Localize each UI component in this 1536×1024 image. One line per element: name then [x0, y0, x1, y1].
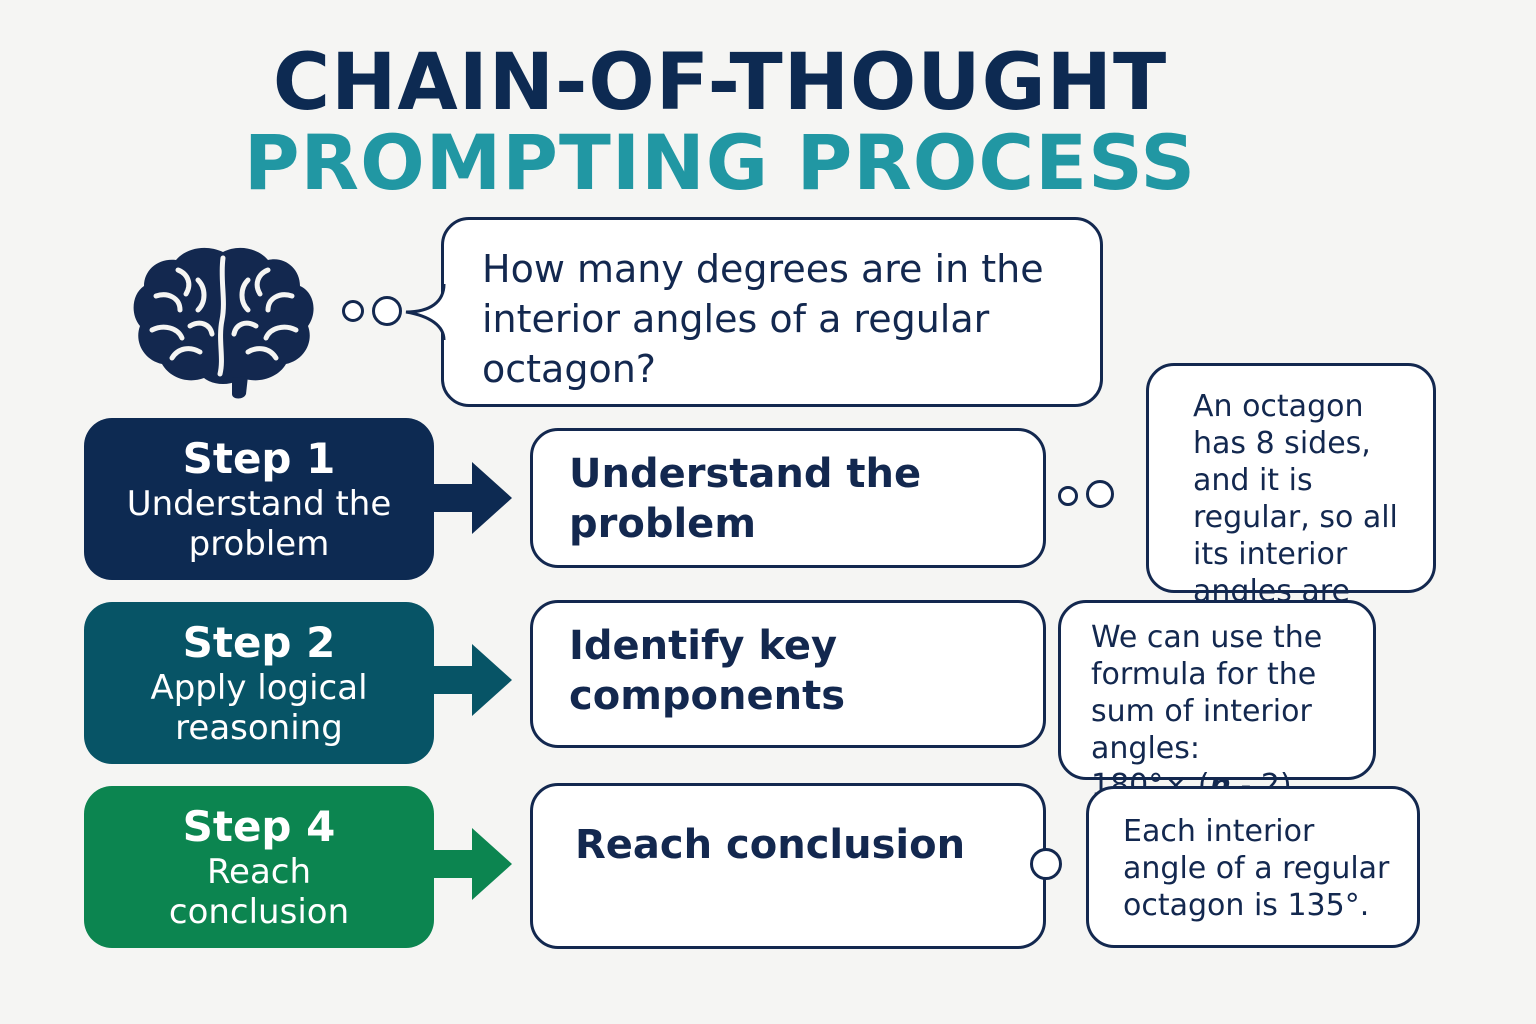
step-2-box: Step 2 Apply logical reasoning: [84, 602, 434, 764]
step-subtitle: Reach conclusion: [168, 852, 350, 932]
thought-1-text: An octagon has 8 sides, and it is regula…: [1193, 389, 1398, 646]
title-line-2: PROMPTING PROCESS: [243, 118, 1197, 207]
arrow-right-icon: [432, 644, 512, 716]
thought-bubble-2: We can use the formula for the sum of in…: [1058, 600, 1376, 803]
step-1-label-box: Understand the problem: [530, 428, 1046, 568]
step-4-label-box: Reach conclusion: [530, 783, 1046, 949]
question-bubble: How many degrees are in the interior ang…: [441, 217, 1103, 407]
title-line-1: CHAIN-OF-THOUGHT: [272, 38, 1168, 128]
step-subtitle: Understand the problem: [126, 484, 392, 564]
step-2-label-box: Identify key components: [530, 600, 1046, 748]
thought-3-text: Each interior angle of a regular octagon…: [1123, 814, 1390, 923]
step-4-label: Reach conclusion: [575, 822, 966, 868]
step-1-label: Understand the problem: [569, 451, 922, 547]
thought-dot: [1058, 486, 1078, 506]
arrow-right-icon: [432, 828, 512, 900]
step-4-box: Step 4 Reach conclusion: [84, 786, 434, 948]
thought-bubble-1: An octagon has 8 sides, and it is regula…: [1146, 363, 1436, 646]
thought-2-text: We can use the formula for the sum of in…: [1091, 620, 1323, 766]
arrow-right-icon: [432, 462, 512, 534]
step-1-box: Step 1 Understand the problem: [84, 418, 434, 580]
question-text: How many degrees are in the interior ang…: [482, 247, 1044, 391]
step-subtitle: Apply logical reasoning: [150, 668, 368, 748]
bubble-tail: [405, 283, 446, 341]
thought-bubble-3: Each interior angle of a regular octagon…: [1086, 786, 1420, 948]
step-title: Step 4: [182, 802, 336, 851]
thought-dot: [372, 296, 402, 326]
step-title: Step 2: [182, 618, 336, 667]
step-title: Step 1: [182, 434, 336, 483]
thought-dot: [1030, 848, 1062, 880]
thought-dot: [1086, 480, 1114, 508]
step-2-label: Identify key components: [569, 623, 845, 719]
thought-dot: [342, 300, 364, 322]
brain-icon: [133, 247, 314, 399]
